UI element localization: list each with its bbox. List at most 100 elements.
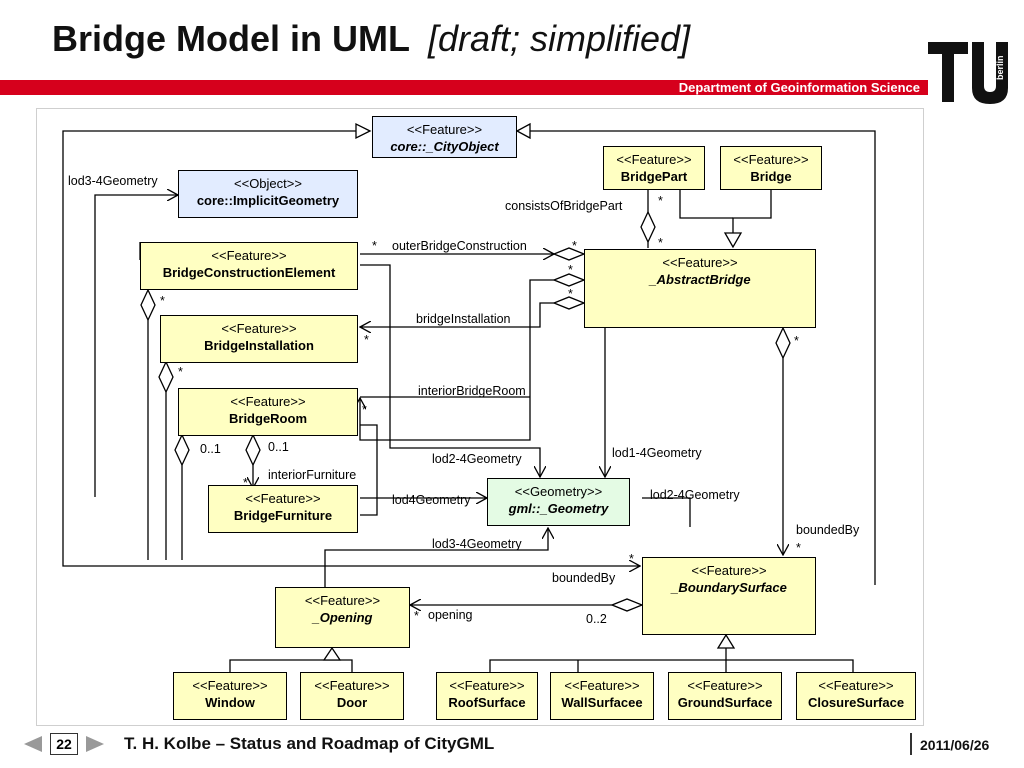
window-generalization-line	[229, 659, 332, 672]
class-wall-surface: <<Feature>> WallSurfacee	[550, 672, 654, 720]
stereotype-label: <<Feature>>	[691, 563, 767, 578]
label-outer-bridge-construction: outerBridgeConstruction	[392, 239, 527, 253]
furniture-room-line	[360, 424, 378, 516]
class-implicit-geometry: <<Object>> core::ImplicitGeometry	[178, 170, 358, 218]
lod2-4geometry-left-line	[360, 264, 540, 477]
multiplicity-room-right: *	[568, 263, 573, 277]
multiplicity-consists-bottom: *	[658, 236, 663, 250]
footer	[0, 728, 1024, 768]
department-label: Department of Geoinformation Science	[678, 80, 920, 95]
stereotype-label: <<Feature>>	[221, 321, 297, 336]
multiplicity-bi: *	[178, 365, 183, 379]
stereotype-label: <<Geometry>>	[514, 484, 603, 499]
label-interior-bridge-room: interiorBridgeRoom	[418, 384, 526, 398]
aggregation-diamond-bce	[140, 288, 156, 322]
class-name: ClosureSurface	[807, 695, 905, 710]
class-name: gml::_Geometry	[508, 501, 609, 516]
class-name: core::_CityObject	[390, 139, 499, 154]
title-main: Bridge Model in UML	[52, 18, 410, 59]
multiplicity-consists: *	[658, 194, 663, 208]
generalization-triangle-boundary	[716, 633, 736, 649]
multiplicity-opening-0-2: 0..2	[586, 612, 607, 626]
generalization-triangle-abstractbridge	[723, 232, 743, 249]
multiplicity-installation-right: *	[568, 287, 573, 301]
class-name: WallSurfacee	[561, 695, 643, 710]
bridgepart-generalization-line	[679, 190, 733, 219]
bridge-installation-line	[360, 302, 554, 327]
aggregation-diamond-outer	[552, 247, 586, 261]
class-name: _BoundarySurface	[671, 580, 787, 595]
aggregation-diamond-bi	[158, 360, 174, 394]
aggregation-diamond-consists	[640, 210, 656, 244]
label-bounded-by-right: boundedBy	[796, 523, 860, 537]
label-opening: opening	[428, 608, 473, 622]
stereotype-label: <<Feature>>	[662, 255, 738, 270]
label-lod3-4geometry-implicit: lod3-4Geometry	[68, 174, 158, 188]
generalization-triangle-left	[355, 122, 372, 140]
label-lod2-4geometry-left: lod2-4Geometry	[432, 452, 522, 466]
header-bar	[0, 80, 928, 95]
footer-title: T. H. Kolbe – Status and Roadmap of City…	[124, 734, 495, 753]
bounded-by-left-line	[62, 560, 640, 566]
stereotype-label: <<Object>>	[234, 176, 302, 191]
slide-title: Bridge Model in UML [draft; simplified]	[52, 18, 690, 60]
stereotype-label: <<Feature>>	[314, 678, 390, 693]
multiplicity-outer-right: *	[572, 239, 577, 253]
next-slide-icon[interactable]	[84, 736, 104, 752]
class-name: _Opening	[312, 610, 373, 625]
class-abstract-bridge: <<Feature>> _AbstractBridge	[584, 249, 816, 328]
generalization-right-line	[530, 130, 876, 585]
class-bridge-construction-element: <<Feature>> BridgeConstructionElement	[140, 242, 358, 290]
multiplicity-bce: *	[160, 294, 165, 308]
label-bridge-installation: bridgeInstallation	[416, 312, 511, 326]
class-name: Window	[205, 695, 255, 710]
class-door: <<Feature>> Door	[300, 672, 404, 720]
label-lod4geometry: lod4Geometry	[392, 493, 471, 507]
class-city-object: <<Feature>> core::_CityObject	[372, 116, 517, 158]
class-window: <<Feature>> Window	[173, 672, 287, 720]
class-bridge-installation: <<Feature>> BridgeInstallation	[160, 315, 358, 363]
multiplicity-room-0-1-b: 0..1	[268, 440, 289, 454]
door-generalization-line	[332, 659, 353, 672]
stereotype-label: <<Feature>>	[304, 593, 381, 608]
footer-date: 2011/06/26	[920, 737, 990, 753]
class-name: core::ImplicitGeometry	[196, 193, 340, 208]
bridge-generalization-line	[732, 190, 772, 233]
multiplicity-boundedby-right-top: *	[794, 334, 799, 348]
stereotype-label: <<Feature>>	[818, 678, 894, 693]
stereotype-label: <<Feature>>	[449, 678, 525, 693]
title-subtitle: [draft; simplified]	[427, 18, 691, 59]
class-name: Bridge	[750, 169, 792, 184]
label-bounded-by-left: boundedBy	[552, 571, 616, 585]
stereotype-label: <<Feature>>	[687, 678, 763, 693]
class-closure-surface: <<Feature>> ClosureSurface	[796, 672, 916, 720]
aggregation-diamond-opening	[610, 598, 644, 612]
prev-slide-icon[interactable]	[24, 736, 44, 752]
label-lod1-4geometry: lod1-4Geometry	[612, 446, 702, 460]
multiplicity-boundedby-right: *	[796, 541, 801, 555]
aggregation-diamond-installation	[552, 296, 586, 310]
class-name: BridgeRoom	[229, 411, 307, 426]
stereotype-label: <<Feature>>	[406, 122, 483, 137]
lod3-4geometry-implicit-line	[94, 195, 178, 497]
multiplicity-boundedby-left: *	[629, 552, 634, 566]
class-ground-surface: <<Feature>> GroundSurface	[668, 672, 782, 720]
aggregation-diamond-room	[552, 273, 586, 287]
label-consists-of-bridgepart: consistsOfBridgePart	[505, 199, 623, 213]
lod3-4geometry-bottom-line	[324, 528, 548, 587]
page-number: 22	[50, 733, 78, 755]
aggregation-diamond-boundedby	[775, 326, 791, 360]
multiplicity-room-left: *	[362, 403, 367, 417]
surface-generalization-line	[489, 659, 854, 672]
logo-text: berlin	[995, 55, 1005, 80]
class-bridge-room: <<Feature>> BridgeRoom	[178, 388, 358, 436]
multiplicity-opening: *	[414, 609, 419, 623]
class-roof-surface: <<Feature>> RoofSurface	[436, 672, 538, 720]
stereotype-label: <<Feature>>	[211, 248, 287, 263]
class-name: BridgeInstallation	[204, 338, 314, 353]
class-name: RoofSurface	[448, 695, 526, 710]
class-name: GroundSurface	[677, 695, 773, 710]
label-lod2-4geometry-right: lod2-4Geometry	[650, 488, 740, 502]
aggregation-diamond-room-2	[245, 433, 261, 467]
class-name: _AbstractBridge	[649, 272, 751, 287]
